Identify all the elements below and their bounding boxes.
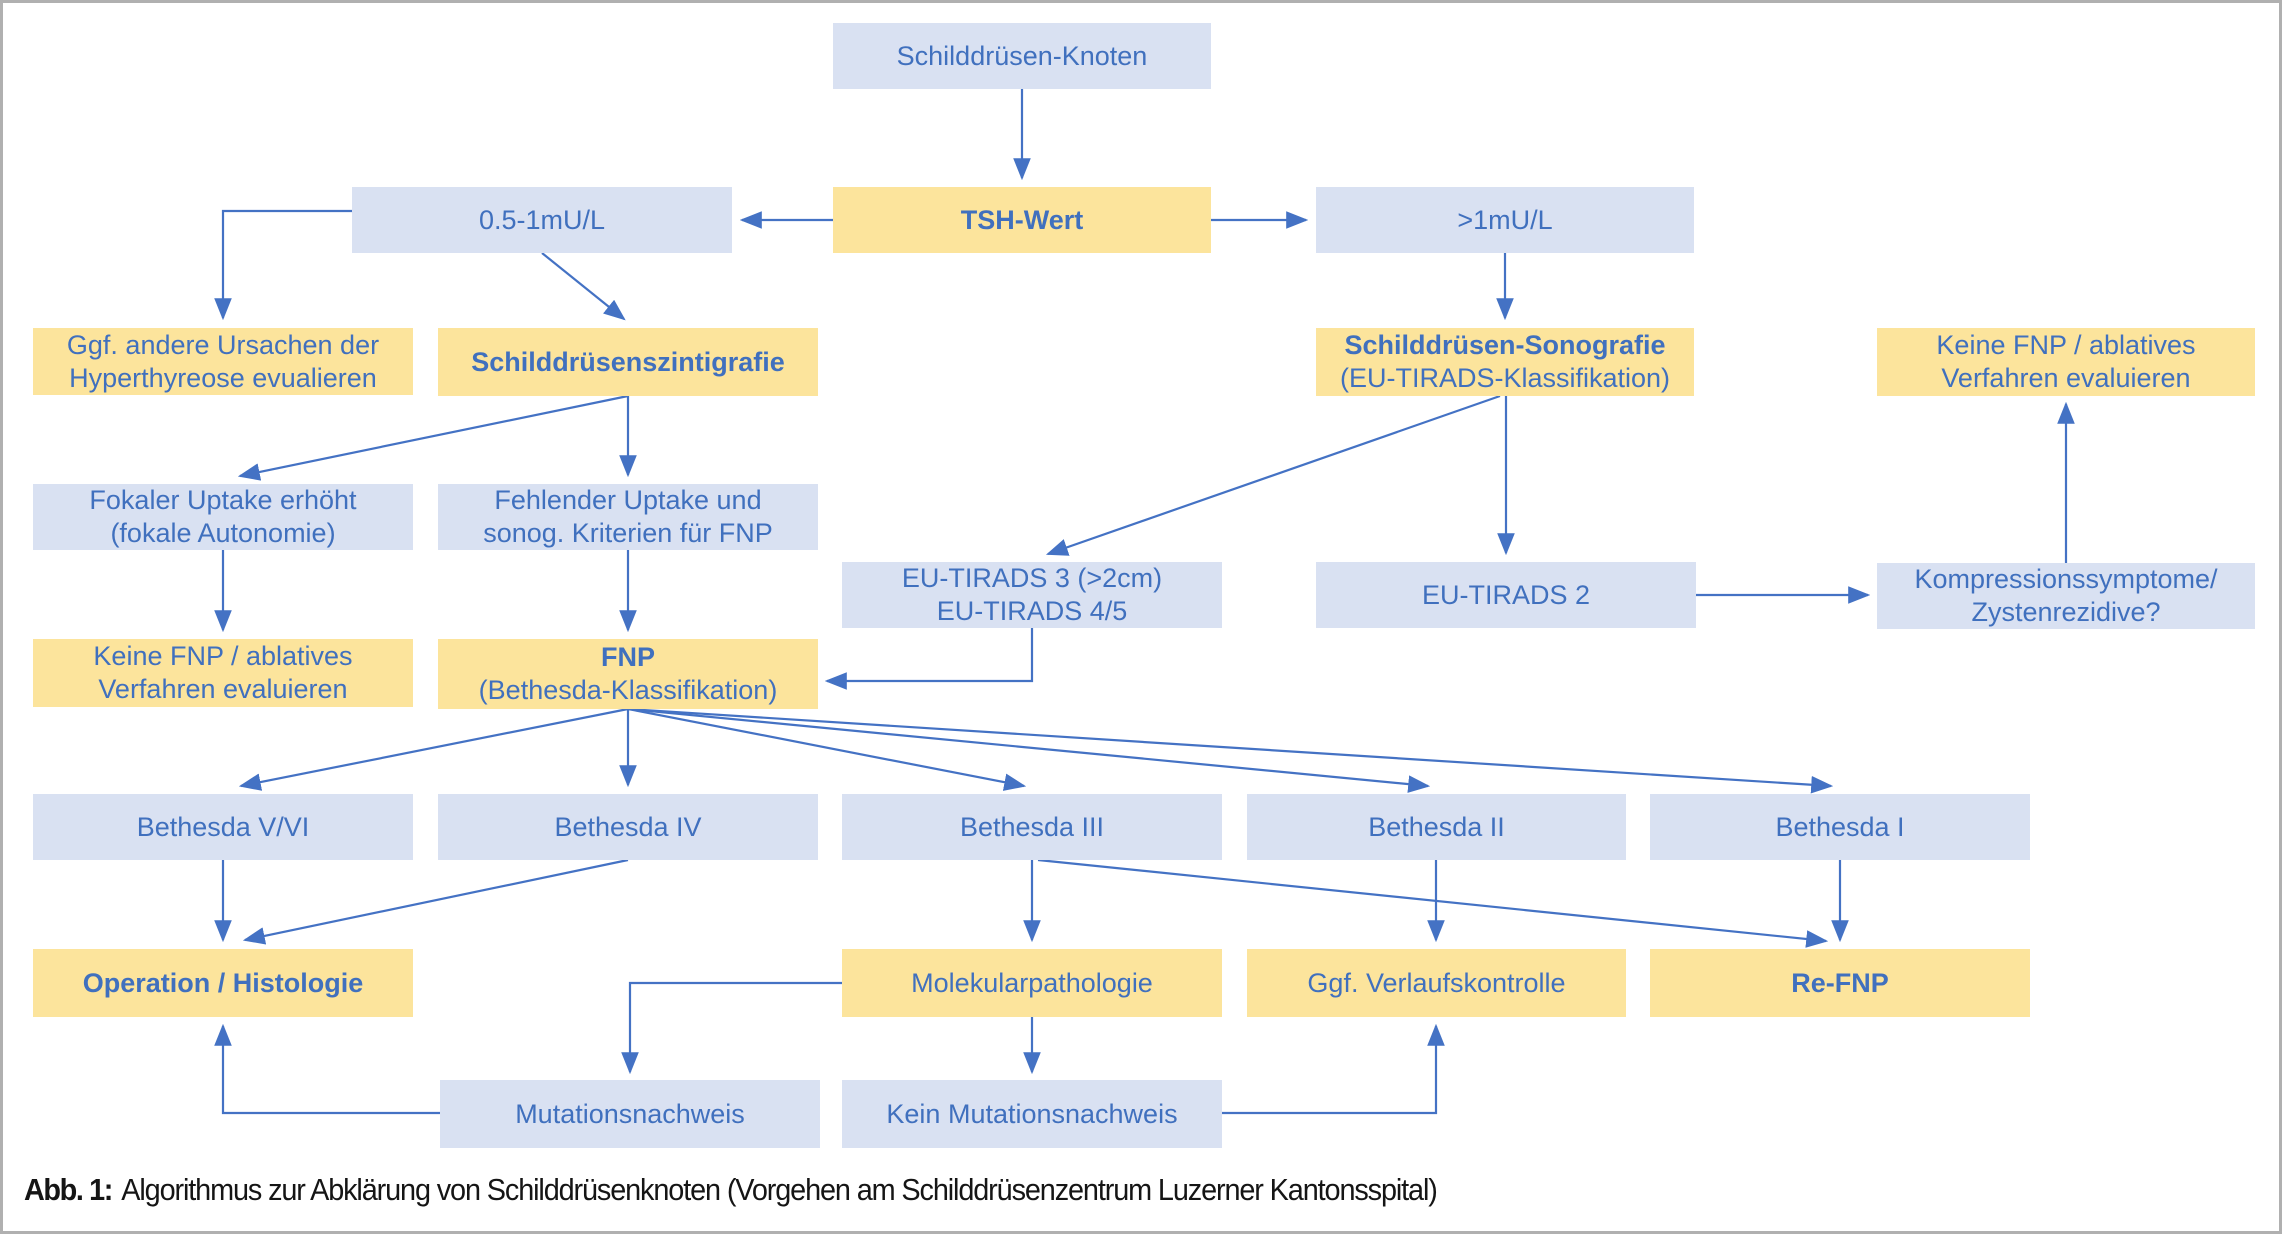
node-molekularpathologie: Molekularpathologie [842, 949, 1222, 1017]
node-line: Zystenrezidive? [1971, 597, 2161, 627]
edge-bethesda4-operation [242, 858, 629, 945]
node-bethesda-2: Bethesda II [1247, 794, 1626, 860]
node-line: Kompressionssymptome/ [1914, 564, 2218, 594]
edge-fnp-bethesda56 [238, 707, 629, 791]
node-line: EU-TIRADS 4/5 [936, 596, 1128, 626]
edge-fnp-bethesda2 [627, 707, 1431, 793]
node-eu-tirads-2: EU-TIRADS 2 [1316, 562, 1696, 628]
node-fnp: FNP (Bethesda-Klassifikation) [438, 639, 818, 709]
node-re-fnp: Re-FNP [1650, 949, 2030, 1017]
edge-szintigrafie-fokaler [237, 394, 629, 481]
node-bethesda-4: Bethesda IV [438, 794, 818, 860]
figure-caption: Abb. 1:Algorithmus zur Abklärung von Sch… [24, 1172, 1438, 1208]
node-bethesda-5-6: Bethesda V/VI [33, 794, 413, 860]
node-keine-fnp-rechts: Keine FNP / ablatives Verfahren evaluier… [1877, 328, 2255, 396]
edge-low-szintigrafie [541, 252, 626, 321]
node-mutationsnachweis: Mutationsnachweis [440, 1080, 820, 1148]
node-szintigrafie: Schilddrüsenszintigrafie [438, 328, 818, 396]
node-keine-fnp-links: Keine FNP / ablatives Verfahren evaluier… [33, 639, 413, 707]
node-kein-mutationsnachweis: Kein Mutationsnachweis [842, 1080, 1222, 1148]
node-bethesda-1: Bethesda I [1650, 794, 2030, 860]
node-tsh-0-5-1: 0.5-1mU/L [352, 187, 732, 253]
node-subtitle: (EU-TIRADS-Klassifikation) [1339, 363, 1671, 393]
node-line: EU-TIRADS 3 (>2cm) [901, 563, 1163, 593]
edge-fnp-bethesda3 [627, 707, 1027, 791]
edge-mutation-operation [214, 1023, 440, 1115]
node-fokaler-uptake: Fokaler Uptake erhöht (fokale Autonomie) [33, 484, 413, 550]
node-sonografie: Schilddrüsen-Sonografie (EU-TIRADS-Klass… [1316, 328, 1694, 396]
node-title: FNP [601, 642, 655, 672]
node-line: Keine FNP / ablatives [1936, 330, 2196, 360]
node-line: Ggf. andere Ursachen der [66, 329, 380, 360]
node-line: sonog. Kriterien für FNP [483, 518, 773, 548]
edge-low-andere [214, 209, 352, 321]
node-line: Fokaler Uptake erhöht [89, 485, 357, 515]
edge-fnp-bethesda1 [627, 707, 1834, 794]
node-line: Hyperthyreose evualieren [69, 362, 377, 393]
node-tsh-over-1: >1mU/L [1316, 187, 1694, 253]
edge-bethesda3-refnp [1037, 858, 1829, 948]
edge-keinmut-verlauf [1220, 1023, 1445, 1115]
node-line: Keine FNP / ablatives [93, 641, 353, 671]
node-fehlender-uptake: Fehlender Uptake und sonog. Kriterien fü… [438, 484, 818, 550]
figure-caption-label: Abb. 1: [24, 1172, 113, 1207]
node-tsh-wert: TSH-Wert [833, 187, 1211, 253]
edge-et3-fnp [824, 628, 1034, 690]
node-subtitle: (Bethesda-Klassifikation) [478, 675, 778, 705]
node-line: Fehlender Uptake und [494, 485, 762, 515]
node-title: Schilddrüsen-Sonografie [1344, 330, 1666, 360]
node-bethesda-3: Bethesda III [842, 794, 1222, 860]
figure-caption-text: Algorithmus zur Abklärung von Schilddrüs… [121, 1172, 1438, 1207]
edge-molekular-mutation [621, 981, 842, 1075]
node-line: Verfahren evaluieren [98, 674, 348, 704]
node-eu-tirads-3: EU-TIRADS 3 (>2cm) EU-TIRADS 4/5 [842, 562, 1222, 628]
node-andere-ursachen: Ggf. andere Ursachen der Hyperthyreose e… [33, 328, 413, 395]
edge-sonografie-et3 [1045, 394, 1501, 556]
node-verlaufskontrolle: Ggf. Verlaufskontrolle [1247, 949, 1626, 1017]
node-line: (fokale Autonomie) [110, 518, 336, 548]
node-kompressionssymptome: Kompressionssymptome/ Zystenrezidive? [1877, 563, 2255, 629]
node-operation-histologie: Operation / Histologie [33, 949, 413, 1017]
node-schilddruesen-knoten: Schilddrüsen-Knoten [833, 23, 1211, 89]
node-line: Verfahren evaluieren [1941, 363, 2191, 393]
